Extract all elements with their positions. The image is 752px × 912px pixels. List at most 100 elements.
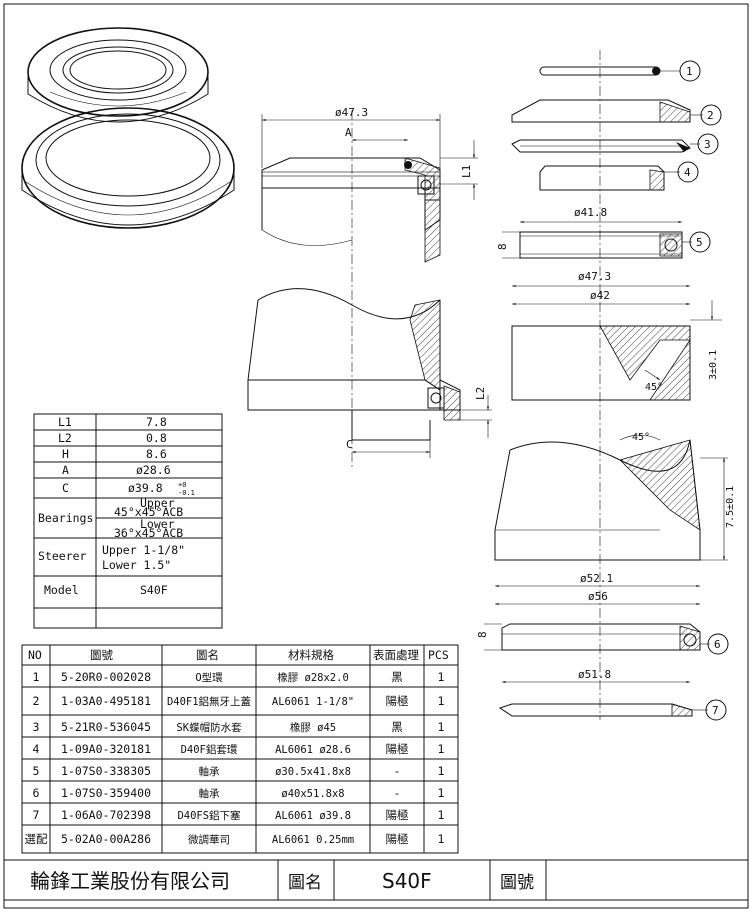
- model-label: Model: [44, 583, 79, 597]
- spec-label-l1: L1: [58, 415, 72, 429]
- bearings-upper-2: 45°x45°ACB: [114, 505, 183, 519]
- parts-cell-no: 選配: [25, 832, 48, 846]
- parts-cell-pcs: 1: [438, 720, 445, 734]
- spec-table: L1 7.8 L2 0.8 H 8.6 A ø28.6 C ø39.8 +0 -…: [33, 413, 223, 629]
- bearings-label: Bearings: [38, 511, 93, 525]
- dim-crown-height: 7.5±0.1: [725, 486, 736, 528]
- balloon-5: [689, 231, 711, 253]
- sheet-border: [3, 3, 749, 909]
- balloon-6: [707, 633, 729, 655]
- parts-cell-no: 3: [33, 720, 40, 734]
- bearings-upper-1: Upper: [140, 496, 175, 510]
- model-value: S40F: [140, 583, 168, 597]
- assembly-dimensions: ø47.3 A L1 L2 C: [261, 106, 492, 458]
- dim-bearing5-h: 8: [496, 243, 509, 250]
- dim-cup-inner: ø42: [590, 289, 610, 302]
- part-3-seal: [511, 139, 700, 153]
- parts-cell-finish: 陽極: [386, 694, 409, 708]
- parts-cell-material: AL6061 ø28.6: [275, 744, 351, 756]
- parts-cell-finish: 黑: [391, 670, 403, 684]
- spec-label-a: A: [62, 463, 69, 477]
- parts-cell-code: 1-07S0-338305: [61, 764, 151, 778]
- parts-header-no: NO: [28, 648, 42, 662]
- dim-bearing6-od: ø51.8: [578, 668, 611, 681]
- part-4-compression-ring: [539, 165, 680, 191]
- dim-cup-outer: ø47.3: [578, 270, 611, 283]
- balloon-1: [679, 60, 701, 82]
- bearings-lower-1: Lower: [140, 517, 175, 531]
- svg-text:3: 3: [704, 138, 711, 151]
- parts-cell-name: D40F1鋁無牙上蓋: [167, 695, 251, 708]
- dim-c: C: [346, 438, 353, 451]
- parts-cell-no: 1: [33, 670, 40, 684]
- crown-race: 45° 7.5±0.1 ø52.1 ø56: [494, 432, 736, 606]
- parts-cell-pcs: 1: [438, 742, 445, 756]
- steerer-lower: Lower 1.5": [102, 558, 171, 572]
- spec-value-c: ø39.8: [128, 481, 163, 495]
- drawing-no-label: 圖號: [500, 873, 534, 893]
- parts-cell-pcs: 1: [438, 670, 445, 684]
- spec-label-c: C: [62, 481, 69, 495]
- dim-crown-d1: ø52.1: [580, 572, 613, 585]
- dim-cup-depth: 3±0.1: [708, 350, 719, 380]
- dim-crown-angle: 45°: [632, 432, 650, 443]
- parts-cell-finish: 陽極: [386, 742, 409, 756]
- assembly-section-view: [247, 110, 461, 470]
- drawing-name: S40F: [382, 869, 432, 893]
- balloon-3: [697, 133, 719, 155]
- part-5-bearing: ø41.8 8: [496, 206, 692, 259]
- parts-cell-name: 軸承: [199, 787, 220, 800]
- parts-cell-name: D40FS鋁下塞: [177, 809, 241, 822]
- part-1-o-ring: [539, 66, 680, 76]
- spec-value-l2: 0.8: [146, 431, 167, 445]
- parts-cell-no: 4: [33, 742, 40, 756]
- part-2-top-cap: [511, 99, 703, 123]
- parts-cell-code: 1-06A0-702398: [61, 808, 151, 822]
- parts-cell-code: 5-20R0-002028: [61, 670, 151, 684]
- spec-value-l1: 7.8: [146, 415, 167, 429]
- parts-cell-pcs: 1: [438, 764, 445, 778]
- svg-text:2: 2: [707, 109, 714, 122]
- part-7-lower-plug: [498, 703, 708, 717]
- parts-cell-finish: -: [394, 764, 401, 778]
- spec-value-h: 8.6: [146, 447, 167, 461]
- parts-cell-material: 橡膠 ø28x2.0: [277, 671, 349, 684]
- part-6-bearing: 8 ø51.8: [476, 623, 710, 684]
- parts-cell-name: D40F鋁套環: [181, 743, 238, 756]
- balloon-7: [705, 699, 727, 721]
- parts-cell-finish: -: [394, 786, 401, 800]
- parts-cell-name: 軸承: [199, 765, 220, 778]
- parts-cell-name: O型環: [195, 671, 223, 684]
- steerer-label: Steerer: [38, 549, 87, 563]
- parts-cell-finish: 黑: [391, 720, 403, 734]
- spec-tol-lower: -0.1: [178, 489, 195, 497]
- parts-cell-material: 橡膠 ø45: [290, 721, 336, 734]
- upper-cup: 45° ø47.3 ø42 3±0.1: [511, 270, 722, 401]
- bearings-lower-2: 36°x45°ACB: [114, 526, 183, 540]
- parts-cell-code: 1-07S0-359400: [61, 786, 151, 800]
- parts-cell-code: 1-09A0-320181: [61, 742, 151, 756]
- parts-cell-material: ø30.5x41.8x8: [275, 766, 351, 778]
- dim-top-outer: ø47.3: [335, 106, 368, 119]
- parts-cell-code: 5-02A0-00A286: [61, 832, 151, 846]
- parts-cell-pcs: 1: [438, 694, 445, 708]
- parts-cell-finish: 陽極: [386, 832, 409, 846]
- parts-cell-name: 微調華司: [188, 833, 230, 846]
- dim-bearing6-h: 8: [476, 631, 489, 638]
- parts-header-pcs: PCS: [428, 648, 449, 662]
- parts-header-name: 圖名: [196, 648, 219, 662]
- dim-l2: L2: [474, 387, 487, 400]
- parts-cell-no: 2: [33, 694, 40, 708]
- svg-text:5: 5: [696, 236, 703, 249]
- parts-header-finish: 表面處理: [373, 648, 419, 662]
- dim-a: A: [345, 126, 352, 139]
- parts-cell-code: 1-03A0-495181: [61, 694, 151, 708]
- parts-cell-finish: 陽極: [386, 808, 409, 822]
- dim-bearing5-od: ø41.8: [574, 206, 607, 219]
- balloon-4: [677, 161, 699, 183]
- dim-cup-angle: 45°: [645, 382, 663, 393]
- title-block: 輪鋒工業股份有限公司 圖名 S40F 圖號: [4, 859, 748, 901]
- parts-cell-material: AL6061 ø39.8: [275, 810, 351, 822]
